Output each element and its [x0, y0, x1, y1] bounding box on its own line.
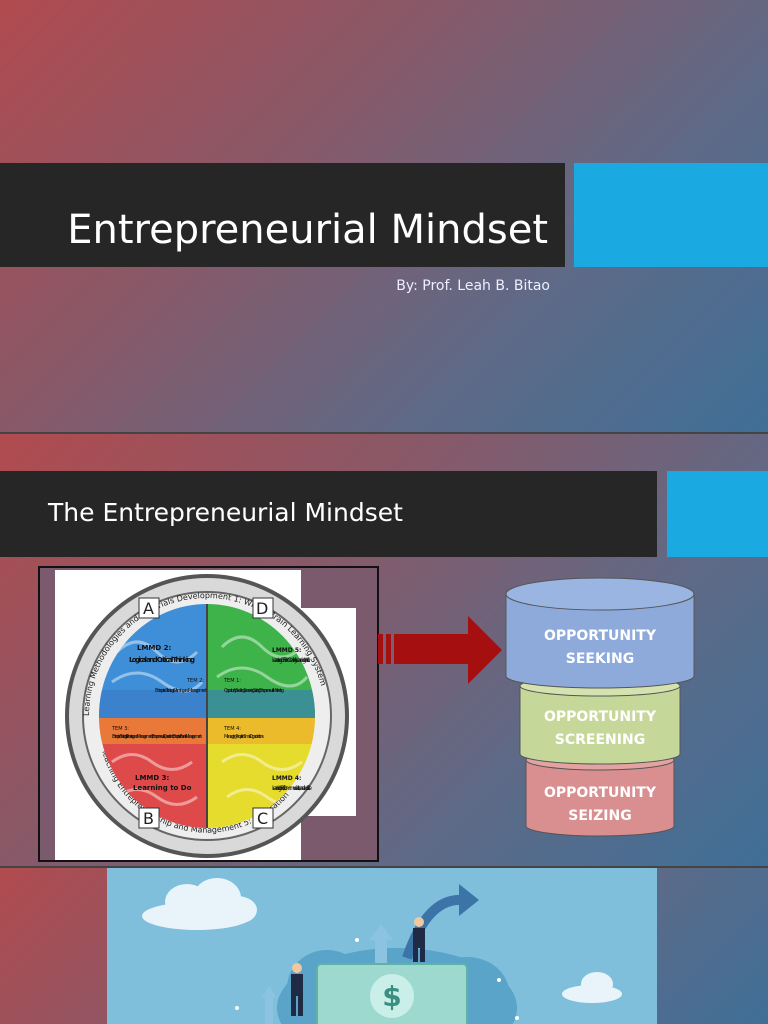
quadrant-label: Opportunity Seeking, Screening, Seizing;…	[224, 688, 284, 694]
slide-title: Entrepreneurial Mindset	[67, 207, 548, 253]
growth-arrow-icon	[402, 894, 463, 960]
right-arrow-icon	[378, 616, 502, 684]
quadrant-label: TEM 2:	[186, 678, 204, 684]
quadrant-label: Enterprise Strategic Planning and Manage…	[112, 734, 202, 740]
stack-label: SCREENING	[555, 732, 645, 748]
stack-label: OPPORTUNITY	[544, 628, 657, 644]
opportunity-seeking-cylinder: OPPORTUNITY SEEKING	[505, 577, 695, 689]
cloud-icon	[142, 878, 622, 1003]
quadrant-label: Enterprise Strategic Planning and Manage…	[155, 688, 207, 694]
title-slide: Entrepreneurial Mindset By: Prof. Leah B…	[0, 0, 768, 432]
opportunity-stack-diagram: OPPORTUNITY SEIZING OPPORTUNITY SCREENIN…	[505, 577, 695, 837]
quadrant-label: Learning to Do	[133, 784, 192, 792]
quadrant-label: Logical and Critical Thinking	[129, 656, 195, 664]
quadrant-label: TEM 3:	[111, 726, 129, 732]
quadrant-label: TEM 4:	[223, 726, 241, 732]
title-bar	[0, 163, 565, 267]
quadrant-label: Managing People in Small Organizations	[224, 734, 264, 740]
slide-title: The Entrepreneurial Mindset	[48, 498, 403, 527]
slide-subtitle: By: Prof. Leah B. Bitao	[396, 278, 550, 294]
quadrant-label: Learning to Think Creatively, Learning t…	[272, 657, 311, 664]
whole-brain-diagram: Learning Methodologies and Materials Dev…	[38, 566, 379, 862]
stack-label: SEIZING	[568, 808, 631, 824]
quadrant-label: LMMD 3:	[135, 774, 170, 782]
businessman-icon	[291, 917, 425, 1016]
accent-block	[667, 471, 768, 557]
quadrant-letter-a: A	[143, 599, 154, 618]
brain-icon: Learning Methodologies and Materials Dev…	[65, 574, 349, 858]
stack-label: OPPORTUNITY	[544, 785, 657, 801]
quadrant-label: LMMD 4:	[272, 775, 301, 782]
stack-label: OPPORTUNITY	[544, 709, 657, 725]
quadrant-letter-c: C	[257, 809, 268, 828]
stack-label: SEEKING	[566, 651, 634, 667]
title-bar	[0, 471, 657, 557]
content-slide: The Entrepreneurial Mindset Learning Met…	[0, 434, 768, 866]
quadrant-label: TEM 1:	[223, 678, 241, 684]
quadrant-label: Learning to Feel, Communicate, Lead and …	[272, 785, 312, 792]
business-growth-illustration: $	[107, 868, 657, 1024]
quadrant-label: LMMD 5:	[272, 647, 301, 654]
illustration-slide: $	[0, 868, 768, 1024]
quadrant-label: LMMD 2:	[137, 644, 172, 652]
quadrant-letter-d: D	[256, 599, 268, 618]
svg-text:$: $	[382, 980, 401, 1013]
opportunity-screening-cylinder: OPPORTUNITY SCREENING	[519, 675, 681, 765]
accent-block	[574, 163, 768, 267]
quadrant-letter-b: B	[143, 809, 154, 828]
dollar-bill-icon: $	[316, 963, 468, 1024]
